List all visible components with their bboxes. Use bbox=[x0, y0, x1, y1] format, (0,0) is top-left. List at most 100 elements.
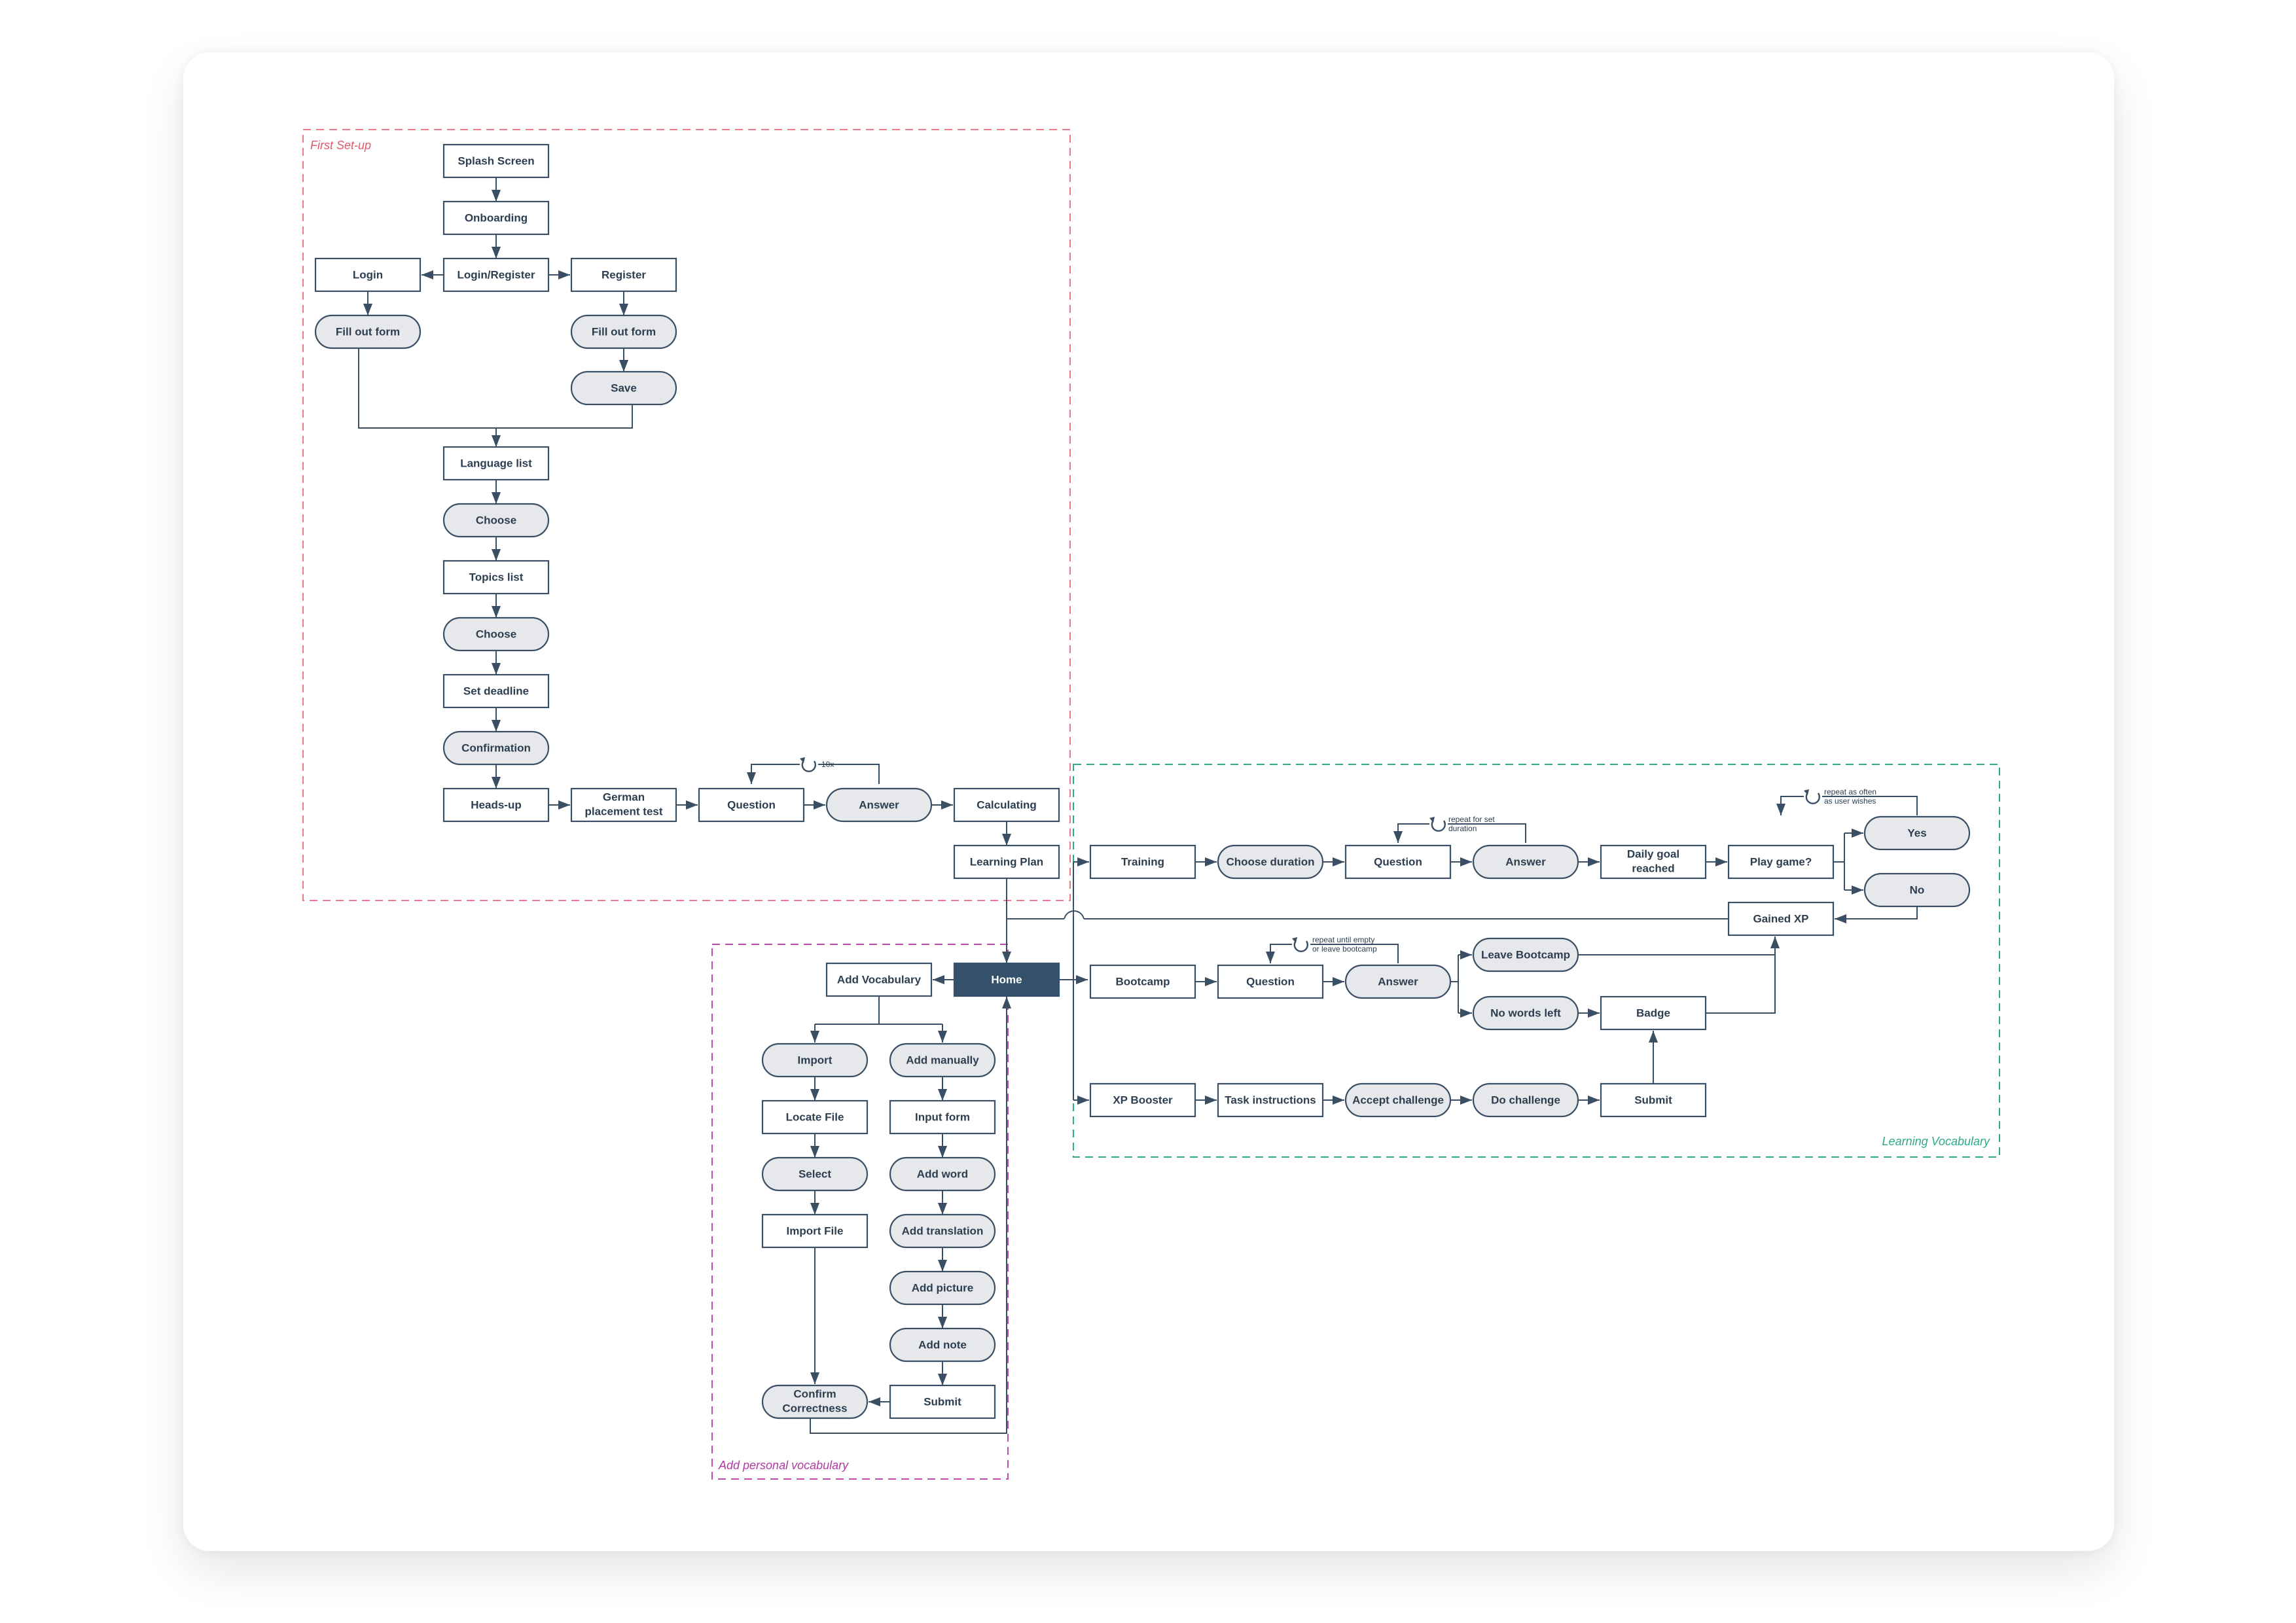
pill-shape bbox=[1472, 937, 1579, 972]
node-bootcamp[interactable]: Bootcamp bbox=[1089, 964, 1196, 999]
node-xp-booster[interactable]: XP Booster bbox=[1089, 1082, 1196, 1118]
loop-bracket bbox=[818, 764, 880, 784]
pill-shape bbox=[1863, 872, 1971, 908]
node-label: Add word bbox=[917, 1168, 968, 1180]
node-no[interactable]: No bbox=[1863, 872, 1971, 908]
node-register[interactable]: Register bbox=[570, 257, 677, 293]
node-badge[interactable]: Badge bbox=[1600, 995, 1707, 1031]
node-choose-duration[interactable]: Choose duration bbox=[1217, 844, 1324, 880]
node-label: Fill out form bbox=[336, 325, 400, 338]
node-answer-training[interactable]: Answer bbox=[1472, 844, 1579, 880]
node-question-test[interactable]: Question bbox=[698, 787, 805, 823]
node-add-manually[interactable]: Add manually bbox=[889, 1043, 996, 1078]
node-confirmation[interactable]: Confirmation bbox=[442, 730, 550, 766]
node-label: Splash Screen bbox=[457, 154, 534, 167]
node-no-words-left[interactable]: No words left bbox=[1472, 995, 1579, 1031]
node-label: Onboarding bbox=[465, 211, 528, 224]
box-shape bbox=[1089, 1082, 1196, 1118]
node-add-vocabulary[interactable]: Add Vocabulary bbox=[825, 962, 933, 997]
node-label: Topics list bbox=[469, 571, 524, 583]
box-shape bbox=[761, 1099, 869, 1135]
pill-shape bbox=[314, 314, 422, 349]
box-shape bbox=[1727, 901, 1835, 936]
node-question-bootcamp[interactable]: Question bbox=[1217, 964, 1324, 999]
node-fill-form-register[interactable]: Fill out form bbox=[570, 314, 677, 349]
connectors bbox=[358, 177, 1918, 1434]
node-onboarding[interactable]: Onboarding bbox=[442, 200, 550, 236]
node-import[interactable]: Import bbox=[761, 1043, 869, 1078]
node-gained-xp[interactable]: Gained XP bbox=[1727, 901, 1835, 936]
loop-label: as user wishes bbox=[1824, 796, 1876, 806]
box-shape bbox=[442, 787, 550, 823]
node-label: Import bbox=[798, 1054, 833, 1066]
connector-37 bbox=[810, 997, 1011, 1434]
node-heads-up[interactable]: Heads-up bbox=[442, 787, 550, 823]
node-label: Play game? bbox=[1750, 855, 1812, 868]
node-leave-bootcamp[interactable]: Leave Bootcamp bbox=[1472, 937, 1579, 972]
node-label: Language list bbox=[460, 457, 532, 469]
box-shape bbox=[1727, 844, 1835, 880]
pill-shape bbox=[761, 1156, 869, 1192]
node-save[interactable]: Save bbox=[570, 370, 677, 406]
node-play-game[interactable]: Play game? bbox=[1727, 844, 1835, 880]
node-import-file[interactable]: Import File bbox=[761, 1213, 869, 1249]
node-fill-form-login[interactable]: Fill out form bbox=[314, 314, 422, 349]
node-yes[interactable]: Yes bbox=[1863, 815, 1971, 851]
box-shape bbox=[1344, 844, 1452, 880]
node-submit-personal[interactable]: Submit bbox=[889, 1384, 996, 1419]
node-label: Confirm bbox=[793, 1387, 836, 1400]
node-topics-list[interactable]: Topics list bbox=[442, 560, 550, 595]
node-label: Home bbox=[991, 973, 1022, 986]
node-label: Calculating bbox=[977, 798, 1037, 811]
node-set-deadline[interactable]: Set deadline bbox=[442, 673, 550, 709]
node-add-word[interactable]: Add word bbox=[889, 1156, 996, 1192]
loop-bracket bbox=[747, 764, 800, 784]
node-calculating[interactable]: Calculating bbox=[953, 787, 1060, 823]
node-do-challenge[interactable]: Do challenge bbox=[1472, 1082, 1579, 1118]
node-answer-bootcamp[interactable]: Answer bbox=[1344, 964, 1452, 999]
node-label: XP Booster bbox=[1113, 1094, 1173, 1106]
node-choose-topic[interactable]: Choose bbox=[442, 616, 550, 652]
node-label: Daily goal bbox=[1627, 847, 1679, 860]
pill-shape bbox=[1472, 844, 1579, 880]
node-locate-file[interactable]: Locate File bbox=[761, 1099, 869, 1135]
node-language-list[interactable]: Language list bbox=[442, 446, 550, 481]
node-home[interactable]: Home bbox=[953, 962, 1060, 997]
loop-bracket bbox=[1776, 796, 1804, 815]
node-label: Import File bbox=[787, 1224, 844, 1237]
node-add-picture[interactable]: Add picture bbox=[889, 1270, 996, 1306]
node-submit-booster[interactable]: Submit bbox=[1600, 1082, 1707, 1118]
pill-shape bbox=[442, 616, 550, 652]
node-learning-plan[interactable]: Learning Plan bbox=[953, 844, 1060, 880]
node-login-register[interactable]: Login/Register bbox=[442, 257, 550, 293]
node-choose-language[interactable]: Choose bbox=[442, 503, 550, 538]
node-label: Add manually bbox=[906, 1054, 979, 1066]
pill-shape bbox=[570, 314, 677, 349]
node-label: Accept challenge bbox=[1352, 1094, 1444, 1106]
node-label: Heads-up bbox=[471, 798, 521, 811]
node-accept-challenge[interactable]: Accept challenge bbox=[1344, 1082, 1452, 1118]
node-input-form[interactable]: Input form bbox=[889, 1099, 996, 1135]
node-label: Question bbox=[727, 798, 776, 811]
pill-shape bbox=[889, 1043, 996, 1078]
node-question-training[interactable]: Question bbox=[1344, 844, 1452, 880]
node-splash[interactable]: Splash Screen bbox=[442, 143, 550, 179]
node-select[interactable]: Select bbox=[761, 1156, 869, 1192]
node-label: Leave Bootcamp bbox=[1481, 948, 1570, 961]
node-training[interactable]: Training bbox=[1089, 844, 1196, 880]
node-task-instructions[interactable]: Task instructions bbox=[1217, 1082, 1324, 1118]
node-label: Submit bbox=[924, 1395, 961, 1408]
node-label: Save bbox=[611, 382, 637, 394]
node-label: Task instructions bbox=[1225, 1094, 1316, 1106]
node-answer-test[interactable]: Answer bbox=[825, 787, 933, 823]
node-login[interactable]: Login bbox=[314, 257, 422, 293]
node-add-translation[interactable]: Add translation bbox=[889, 1213, 996, 1249]
box-shape bbox=[953, 962, 1060, 997]
pill-shape bbox=[889, 1156, 996, 1192]
node-label: Question bbox=[1246, 975, 1295, 988]
node-add-note[interactable]: Add note bbox=[889, 1327, 996, 1363]
node-label: Add note bbox=[918, 1338, 967, 1351]
